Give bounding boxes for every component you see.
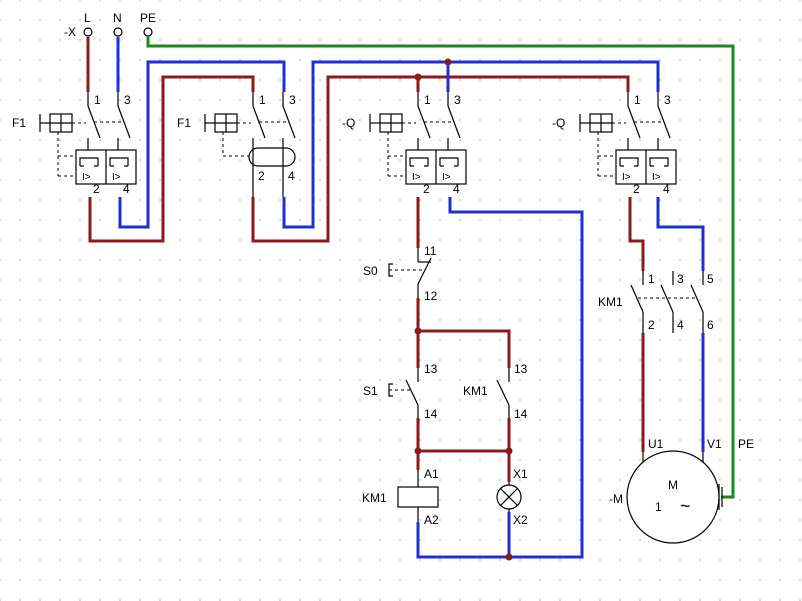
pin-label: 2 xyxy=(93,182,100,196)
terminal-label-pe: PE xyxy=(140,11,156,25)
pin-label: 2 xyxy=(423,182,430,196)
stop-button-s0[interactable]: S0 11 12 xyxy=(363,244,438,303)
terminal-n[interactable] xyxy=(113,27,123,37)
breaker-q-b[interactable]: -Q 1 3 2 4 I> I> xyxy=(552,92,677,196)
device-tag: S0 xyxy=(363,264,378,278)
pin-label: 3 xyxy=(289,93,296,107)
junction-dot xyxy=(414,327,422,335)
trip-label: I> xyxy=(412,172,421,183)
trip-label: I> xyxy=(442,172,451,183)
km1-main-contacts[interactable]: KM1 1 3 5 2 4 6 xyxy=(598,271,714,333)
motor-letter: M xyxy=(668,478,678,492)
thermal-element xyxy=(248,147,296,167)
pin-label: 13 xyxy=(424,362,438,376)
wire-qb-n-out xyxy=(656,197,705,271)
pin-label: 4 xyxy=(288,169,295,183)
pin-label: 2 xyxy=(258,169,265,183)
pin-label: X1 xyxy=(513,467,528,481)
motor-ac-symbol: ~ xyxy=(680,496,691,516)
breaker-tag: -Q xyxy=(342,116,355,130)
breaker-q-a[interactable]: -Q 1 3 2 4 I> I> xyxy=(342,92,467,196)
terminal-pe[interactable] xyxy=(143,27,153,37)
device-tag: S1 xyxy=(363,384,378,398)
indicator-lamp[interactable]: X1 X2 xyxy=(496,467,528,527)
pin-label: 3 xyxy=(124,93,131,107)
junction-dot xyxy=(505,447,513,455)
wire-qa-n-out xyxy=(416,197,584,559)
start-button-s1[interactable]: S1 13 14 xyxy=(363,362,438,421)
wire-f1b-n-out xyxy=(282,60,660,229)
trip-label: I> xyxy=(112,172,121,183)
pin-label: 6 xyxy=(707,318,714,332)
wires xyxy=(86,37,735,561)
pin-label: 2 xyxy=(633,182,640,196)
motor-m[interactable]: -M U1 V1 PE M 1 ~ xyxy=(609,437,754,544)
breaker-f1-b[interactable]: F1 1 3 2 4 xyxy=(177,92,296,197)
wire-hold-top xyxy=(418,329,511,368)
pin-label: 4 xyxy=(677,318,684,332)
junction-dot xyxy=(444,58,452,66)
pin-label: A2 xyxy=(424,513,439,527)
pin-label: A1 xyxy=(424,467,439,481)
pin-label: 4 xyxy=(453,182,460,196)
motor-phases: 1 xyxy=(655,500,662,514)
breaker-f1-a[interactable]: F1 1 3 2 4 I> I> xyxy=(12,92,137,196)
junction-dot xyxy=(414,73,422,81)
junction-dot xyxy=(414,447,422,455)
pin-label: 4 xyxy=(663,182,670,196)
device-tag: KM1 xyxy=(598,295,623,309)
pin-label: 1 xyxy=(94,93,101,107)
trip-label: I> xyxy=(622,172,631,183)
pin-label: 1 xyxy=(259,93,266,107)
pin-label: X2 xyxy=(513,513,528,527)
pin-label: 14 xyxy=(514,407,528,421)
terminal-label-n: N xyxy=(113,11,122,25)
supply-terminals: -X L N PE xyxy=(64,11,156,39)
wire-hold-bottom xyxy=(418,418,511,453)
pin-label: 5 xyxy=(707,272,714,286)
device-tag: -M xyxy=(609,492,623,506)
km1-coil[interactable]: KM1 A1 A2 xyxy=(362,467,439,527)
pin-label: 3 xyxy=(454,93,461,107)
pin-label: 3 xyxy=(677,272,684,286)
pin-label-pe: PE xyxy=(738,437,754,451)
km1-aux-contact[interactable]: KM1 13 14 xyxy=(463,362,528,421)
pin-label: 1 xyxy=(424,93,431,107)
pin-label: 2 xyxy=(648,318,655,332)
pin-label-u1: U1 xyxy=(648,437,664,451)
breaker-tag: F1 xyxy=(177,116,191,130)
pin-label: 3 xyxy=(664,93,671,107)
terminal-tag: -X xyxy=(64,25,76,39)
coil-body xyxy=(397,486,439,508)
terminal-l[interactable] xyxy=(83,27,93,37)
wire-pe xyxy=(146,37,735,499)
pin-label: 1 xyxy=(648,272,655,286)
pin-label: 12 xyxy=(424,289,438,303)
pin-label: 11 xyxy=(424,244,437,258)
wire-f1b-l-out xyxy=(251,75,630,243)
terminal-label-l: L xyxy=(84,11,91,25)
device-tag: KM1 xyxy=(362,491,387,505)
wire-qb-l-out xyxy=(628,197,645,271)
pin-label: 13 xyxy=(514,362,528,376)
wire-f1a-n-out xyxy=(118,60,286,229)
device-tag: KM1 xyxy=(463,384,488,398)
junction-dot xyxy=(505,553,513,561)
pin-label: 4 xyxy=(123,182,130,196)
trip-label: I> xyxy=(82,172,91,183)
pin-label-v1: V1 xyxy=(707,437,722,451)
pin-label: 14 xyxy=(424,407,438,421)
motor-body xyxy=(626,450,720,544)
pin-label: 1 xyxy=(634,93,641,107)
breaker-tag: -Q xyxy=(552,116,565,130)
trip-label: I> xyxy=(652,172,661,183)
wire-f1a-l-out xyxy=(88,75,255,243)
breaker-tag: F1 xyxy=(12,116,26,130)
